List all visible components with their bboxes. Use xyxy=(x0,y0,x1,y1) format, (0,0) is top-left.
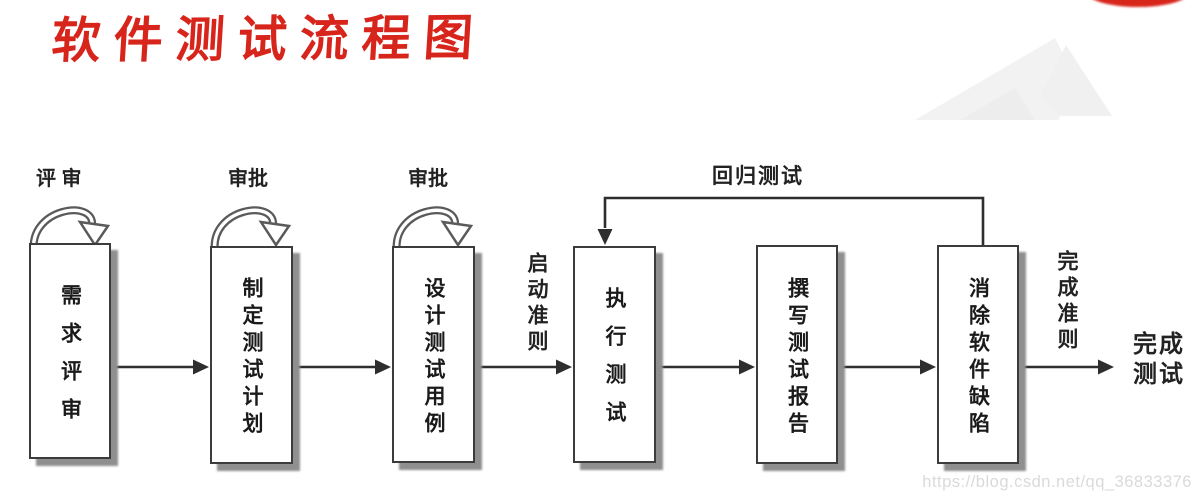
red-stamp-fragment xyxy=(1086,0,1190,7)
approval-label-1: 审批 xyxy=(228,168,268,190)
box-label: 设计测试用例 xyxy=(422,276,445,439)
box-write-test-report: 撰写测试报告 xyxy=(756,245,838,464)
start-criteria-label: 启动准则 xyxy=(525,252,548,356)
box-label: 撰写测试报告 xyxy=(785,276,809,439)
page-title: 软件测试流程图 xyxy=(49,8,488,70)
regression-test-label: 回归测试 xyxy=(712,165,804,188)
arrowhead-4 xyxy=(739,359,755,375)
box-label: 制定测试计划 xyxy=(240,277,263,439)
box-remove-software-defects: 消除软件缺陷 xyxy=(937,245,1019,464)
box-label: 需求评审 xyxy=(58,283,82,436)
arrowhead-2 xyxy=(375,359,391,375)
box-requirements-review: 需求评审 xyxy=(29,243,111,459)
box-design-test-cases: 设计测试用例 xyxy=(392,246,475,463)
csdn-watermark: https://blog.csdn.net/qq_36833376 xyxy=(922,473,1192,491)
approval-label-2: 审批 xyxy=(408,168,448,190)
box-make-test-plan: 制定测试计划 xyxy=(210,246,293,464)
review-label: 评 审 xyxy=(36,168,82,190)
arrowhead-end xyxy=(1098,359,1114,375)
regression-path xyxy=(603,196,985,245)
box-execute-test: 执行测试 xyxy=(573,246,656,463)
box-label: 消除软件缺陷 xyxy=(966,276,990,439)
arrowhead-regression xyxy=(597,229,613,245)
box-label: 执行测试 xyxy=(603,287,626,439)
arrowhead-5 xyxy=(920,359,936,375)
finish-criteria-label: 完成准则 xyxy=(1055,250,1078,354)
finish-test-label: 完成测试 xyxy=(1133,331,1185,388)
arrowhead-1 xyxy=(193,359,209,375)
arrowhead-3 xyxy=(556,359,572,375)
